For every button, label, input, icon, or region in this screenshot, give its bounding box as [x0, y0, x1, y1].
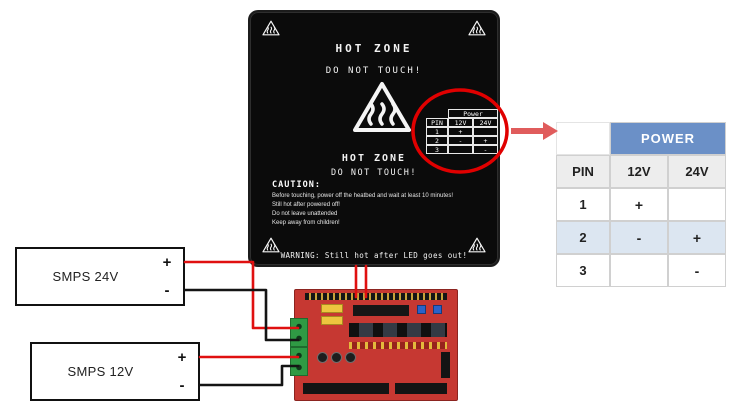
heatbed: HOT ZONE DO NOT TOUCH! Power PIN 12V 24V… — [248, 10, 500, 267]
power-table-header-12v: 12V — [610, 155, 668, 188]
heatbed-power-table-header-pin: PIN — [426, 118, 448, 127]
caution-line: Do not leave unattended — [272, 211, 338, 217]
smps-24v-positive-terminal: + — [162, 254, 172, 272]
smps-24v-label: SMPS 24V — [52, 269, 119, 284]
table-cell: - — [668, 254, 726, 287]
power-table-header-24v: 24V — [668, 155, 726, 188]
wire-smps24-negative — [183, 288, 300, 342]
power-table-corner-cell — [556, 122, 610, 155]
table-cell-pin: 3 — [556, 254, 610, 287]
table-cell: - — [448, 136, 473, 145]
table-cell: + — [473, 136, 498, 145]
smps-24v-unit: SMPS 24V + - — [15, 247, 185, 306]
edge-connector — [303, 383, 389, 394]
hot-zone-label-bottom: HOT ZONE — [341, 153, 407, 164]
capacitor — [345, 352, 356, 363]
caution-line: Keep away from children! — [272, 220, 340, 226]
table-cell-pin: 1 — [556, 188, 610, 221]
heatbed-power-table-corner — [426, 109, 448, 118]
capacitor — [317, 352, 328, 363]
wire-smps12-negative — [198, 364, 300, 387]
capacitor — [331, 352, 342, 363]
power-terminal-block — [290, 318, 308, 347]
heat-warning-icon — [468, 20, 486, 36]
power-table-title: POWER — [610, 122, 726, 155]
ramps-controller-board — [290, 289, 458, 401]
hot-zone-label-top: HOT ZONE — [335, 42, 413, 55]
do-not-touch-label-bottom: DO NOT TOUCH! — [330, 168, 418, 178]
caution-block: CAUTION: Before touching, power off the … — [272, 180, 453, 228]
table-cell — [610, 254, 668, 287]
arrow-right-icon — [511, 122, 558, 140]
table-cell: + — [668, 221, 726, 254]
smps-12v-label: SMPS 12V — [67, 364, 134, 379]
heat-warning-icon-large — [353, 82, 411, 132]
warning-label: WARNING: Still hot after LED goes out! — [280, 251, 468, 260]
table-cell: - — [610, 221, 668, 254]
smps-12v-negative-terminal: - — [179, 376, 185, 394]
table-cell-pin: 2 — [556, 221, 610, 254]
caution-line: Before touching, power off the heatbed a… — [272, 193, 454, 199]
jumper-strip — [349, 342, 447, 349]
table-cell: 1 — [426, 127, 448, 136]
caution-line: Still hot after powered off! — [272, 202, 340, 208]
stepper-driver-sockets — [349, 323, 447, 337]
heatbed-power-table: Power PIN 12V 24V 1 + 2 - + 3 - — [426, 109, 498, 154]
power-terminal-block — [290, 347, 308, 376]
wire-smps24-positive — [183, 260, 300, 330]
ic-chip — [353, 305, 409, 316]
table-cell: + — [610, 188, 668, 221]
trimpot — [417, 305, 426, 314]
caution-title: CAUTION: — [272, 180, 321, 190]
heatbed-power-table-header-24v: 24V — [473, 118, 498, 127]
heatbed-power-table-header-12v: 12V — [448, 118, 473, 127]
pin-header-strip — [305, 293, 447, 300]
heatbed-power-table-title: Power — [448, 109, 498, 118]
table-cell: + — [448, 127, 473, 136]
smps-24v-negative-terminal: - — [164, 281, 170, 299]
trimpot — [433, 305, 442, 314]
table-cell — [668, 188, 726, 221]
table-cell — [473, 127, 498, 136]
do-not-touch-label-top: DO NOT TOUCH! — [325, 66, 423, 76]
pin-header — [441, 352, 450, 378]
heat-warning-icon — [262, 20, 280, 36]
fuse — [321, 304, 343, 313]
smps-12v-positive-terminal: + — [177, 349, 187, 367]
power-table: POWER PIN 12V 24V 1 + 2 - + 3 - — [556, 122, 726, 287]
heat-warning-icon — [468, 237, 486, 253]
smps-12v-unit: SMPS 12V + - — [30, 342, 200, 401]
heat-warning-icon — [262, 237, 280, 253]
table-cell: 2 — [426, 136, 448, 145]
edge-connector — [395, 383, 447, 394]
power-table-header-pin: PIN — [556, 155, 610, 188]
fuse — [321, 316, 343, 325]
